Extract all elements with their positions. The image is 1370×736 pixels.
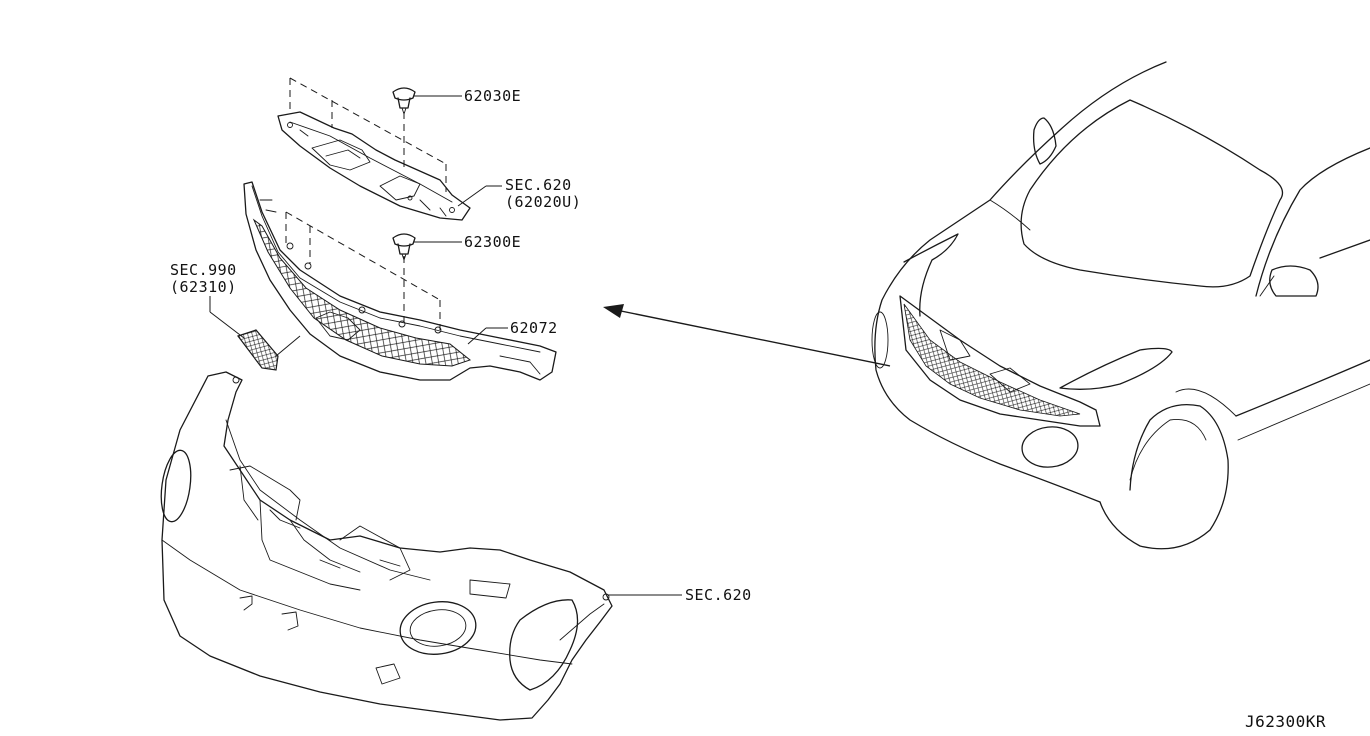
callout-upper-cover-part: (62020U)	[505, 193, 581, 211]
callout-clip-top: 62030E	[464, 87, 521, 105]
clip-fastener-icon	[392, 233, 416, 261]
callout-grille: 62072	[510, 319, 558, 337]
arrow-icon	[603, 304, 891, 367]
callout-clip-mid: 62300E	[464, 233, 521, 251]
grille-part	[243, 181, 557, 381]
grille-guides	[285, 211, 441, 330]
drawing-reference: J62300KR	[1245, 712, 1326, 731]
emblem-icon	[237, 329, 279, 371]
upper-cover-part	[277, 111, 471, 221]
clip-fastener-icon	[392, 87, 416, 115]
callout-upper-cover-sec: SEC.620	[505, 176, 572, 194]
upper-cover-guides	[289, 77, 447, 192]
callout-emblem-sec: SEC.990	[170, 261, 237, 279]
callout-bumper-sec: SEC.620	[685, 586, 752, 604]
vehicle-outline	[871, 61, 1370, 550]
callout-emblem-part: (62310)	[170, 278, 237, 296]
front-bumper-part	[160, 371, 613, 721]
